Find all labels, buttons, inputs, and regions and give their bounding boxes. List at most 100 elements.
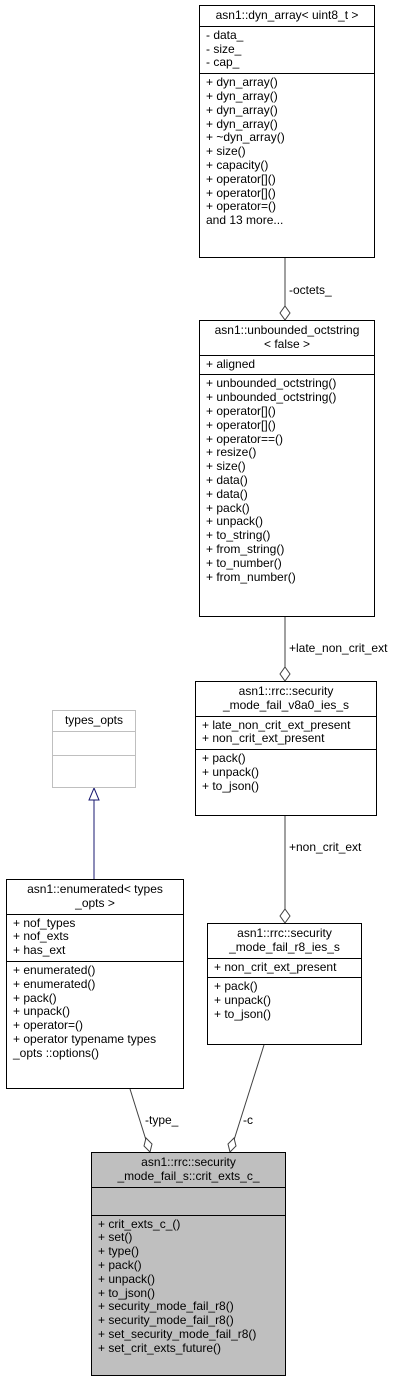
member-line: + dyn_array()	[206, 75, 278, 90]
class-security-mode-fail-v8a0-ies[interactable]: asn1::rrc::security_mode_fail_v8a0_ies_s…	[195, 681, 377, 816]
attributes-section: - data_- size_- cap_	[200, 25, 374, 73]
member-line: + operator[]()	[206, 185, 276, 200]
edge-label-non-crit-ext: +non_crit_ext	[289, 840, 362, 854]
member-line: + resize()	[206, 445, 257, 460]
member-line: + data()	[206, 486, 248, 501]
attributes-section: + late_non_crit_ext_present+ non_crit_ex…	[196, 715, 376, 750]
member-line: + pack()	[206, 500, 250, 515]
member-line: + type()	[98, 1244, 140, 1259]
class-title: asn1::unbounded_octstring< false >	[200, 321, 374, 355]
member-line: + pack()	[202, 751, 246, 766]
class-dyn-array[interactable]: asn1::dyn_array< uint8_t > - data_- size…	[199, 5, 375, 258]
member-line: asn1::unbounded_octstring	[214, 323, 360, 337]
member-line: < false >	[263, 336, 311, 351]
member-line: and 13 more...	[206, 213, 284, 228]
member-line: asn1::rrc::security	[237, 926, 332, 940]
member-line: + operator typename types	[13, 1031, 157, 1046]
member-line: + enumerated()	[13, 962, 96, 977]
member-line: - size_	[206, 41, 242, 56]
member-line: + capacity()	[206, 157, 269, 172]
class-title: types_opts	[53, 711, 135, 731]
member-line: + dyn_array()	[206, 88, 278, 103]
member-line: - cap_	[206, 55, 240, 70]
methods-section: + dyn_array()+ dyn_array()+ dyn_array()+…	[200, 73, 374, 231]
member-line: + ~dyn_array()	[206, 130, 285, 145]
member-line: + aligned	[206, 356, 256, 371]
member-line: + dyn_array()	[206, 116, 278, 131]
edge-type-diamond	[143, 1137, 153, 1153]
edge-type-line	[129, 1088, 147, 1141]
class-unbounded-octstring[interactable]: asn1::unbounded_octstring< false > + ali…	[199, 320, 375, 617]
member-line: + security_mode_fail_r8()	[98, 1299, 234, 1314]
methods-section: + enumerated()+ enumerated()+ pack()+ un…	[7, 960, 183, 1064]
methods-section: + unbounded_octstring()+ unbounded_octst…	[200, 374, 374, 587]
member-line: + operator[]()	[206, 403, 276, 418]
member-line: + unpack()	[214, 993, 272, 1008]
member-line: + data()	[206, 472, 248, 487]
member-line: + enumerated()	[13, 976, 96, 991]
member-line: _mode_fail_r8_ies_s	[229, 939, 340, 954]
edge-label-type: -type_	[145, 1113, 179, 1127]
attributes-section: + aligned	[200, 354, 374, 375]
member-line: + to_number()	[206, 555, 282, 570]
class-title: asn1::enumerated< types_opts >	[7, 880, 183, 914]
attributes-section	[53, 730, 135, 755]
member-line: _mode_fail_v8a0_ies_s	[222, 697, 350, 712]
member-line: types_opts	[64, 713, 124, 727]
member-line: + unbounded_octstring()	[206, 376, 337, 391]
member-line: + unpack()	[13, 1004, 71, 1019]
member-line: + set()	[98, 1230, 133, 1245]
member-line: + security_mode_fail_r8()	[98, 1313, 234, 1328]
methods-section	[53, 754, 135, 779]
edge-label-late-non-crit-ext: +late_non_crit_ext	[289, 641, 388, 655]
member-line: - data_	[206, 27, 244, 42]
member-line: + set_crit_exts_future()	[98, 1340, 222, 1355]
class-types-opts[interactable]: types_opts	[52, 710, 136, 788]
class-crit-exts-c[interactable]: asn1::rrc::security_mode_fail_s::crit_ex…	[91, 1152, 286, 1376]
member-line: + operator[]()	[206, 171, 276, 186]
member-line: asn1::dyn_array< uint8_t >	[215, 8, 359, 22]
member-line: + size()	[206, 144, 246, 159]
member-line: + nof_types	[13, 915, 76, 930]
class-title: asn1::rrc::security_mode_fail_r8_ies_s	[208, 924, 361, 958]
edge-inheritance-arrow	[88, 786, 100, 801]
edge-non-crit-ext-diamond	[279, 908, 291, 924]
member-line: + from_number()	[206, 569, 296, 584]
class-title: asn1::dyn_array< uint8_t >	[200, 6, 374, 26]
member-line: + pack()	[13, 990, 57, 1005]
member-line: + unpack()	[206, 514, 264, 529]
member-line: _mode_fail_s::crit_exts_c_	[117, 1168, 260, 1183]
member-line: + to_json()	[214, 1006, 272, 1021]
member-line: asn1::enumerated< types	[27, 882, 163, 896]
member-line: + has_ext	[13, 943, 66, 958]
member-line: + set_security_mode_fail_r8()	[98, 1326, 257, 1341]
member-line: + non_crit_ext_present	[214, 959, 337, 974]
methods-section: + pack()+ unpack()+ to_json()	[208, 977, 361, 1024]
member-line: + dyn_array()	[206, 102, 278, 117]
member-line: + crit_exts_c_()	[98, 1216, 181, 1231]
methods-section: + pack()+ unpack()+ to_json()	[196, 749, 376, 796]
member-line: + to_json()	[98, 1285, 156, 1300]
member-line: + size()	[206, 459, 246, 474]
member-line: + operator[]()	[206, 417, 276, 432]
edge-late-non-crit-ext-diamond	[279, 666, 291, 682]
edge-c-diamond	[227, 1137, 237, 1153]
attributes-section	[92, 1186, 285, 1215]
methods-section: + crit_exts_c_()+ set()+ type()+ pack()+…	[92, 1214, 285, 1359]
member-line: + unbounded_octstring()	[206, 390, 337, 405]
member-line: + operator==()	[206, 431, 284, 446]
edge-c-line	[233, 1044, 265, 1141]
member-line: asn1::rrc::security	[238, 684, 334, 698]
member-line: + from_string()	[206, 541, 285, 556]
class-title: asn1::rrc::security_mode_fail_v8a0_ies_s	[196, 682, 376, 716]
edge-octets-diamond	[279, 305, 291, 321]
attributes-section: + nof_types+ nof_exts+ has_ext	[7, 913, 183, 961]
class-security-mode-fail-r8-ies[interactable]: asn1::rrc::security_mode_fail_r8_ies_s +…	[207, 923, 362, 1045]
member-line: + operator=()	[206, 199, 277, 214]
class-enumerated-types-opts[interactable]: asn1::enumerated< types_opts > + nof_typ…	[6, 879, 184, 1089]
member-line: + unpack()	[202, 764, 260, 779]
member-line: _opts ::options()	[13, 1045, 100, 1060]
member-line: _opts >	[75, 895, 115, 910]
edge-label-c: -c	[243, 1113, 253, 1127]
